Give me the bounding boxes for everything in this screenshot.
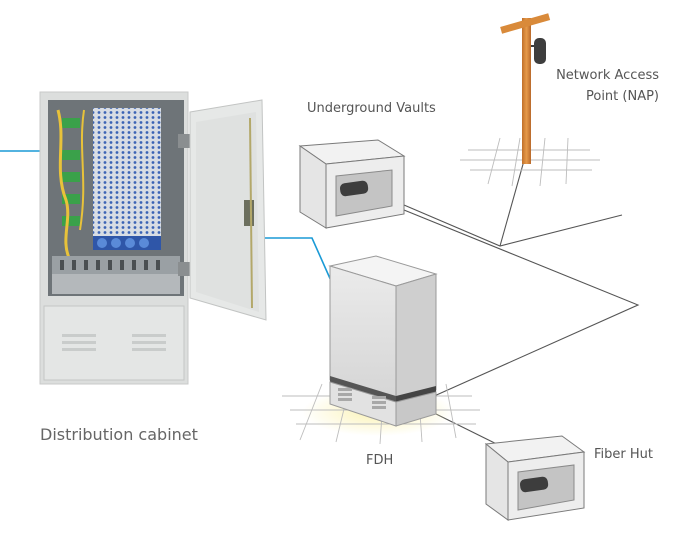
underground-vault xyxy=(298,139,406,229)
label-distribution-cabinet: Distribution cabinet xyxy=(40,425,198,444)
label-nap-line1: Network Access xyxy=(556,68,659,83)
link-nap-pole xyxy=(499,149,528,247)
fiber-hut xyxy=(484,435,586,521)
label-underground-vaults: Underground Vaults xyxy=(307,101,436,116)
link-vault-to-fdh xyxy=(403,209,640,398)
distribution-cabinet xyxy=(39,91,267,385)
fdh-cabinet xyxy=(282,255,480,445)
label-nap-line2: Point (NAP) xyxy=(585,89,659,104)
label-fiber-hut: Fiber Hut xyxy=(594,447,653,462)
label-fdh: FDH xyxy=(366,453,394,468)
link-vault-to-nap xyxy=(403,204,623,247)
utility-pole xyxy=(460,13,600,187)
cabinet-port-panel xyxy=(93,108,161,236)
